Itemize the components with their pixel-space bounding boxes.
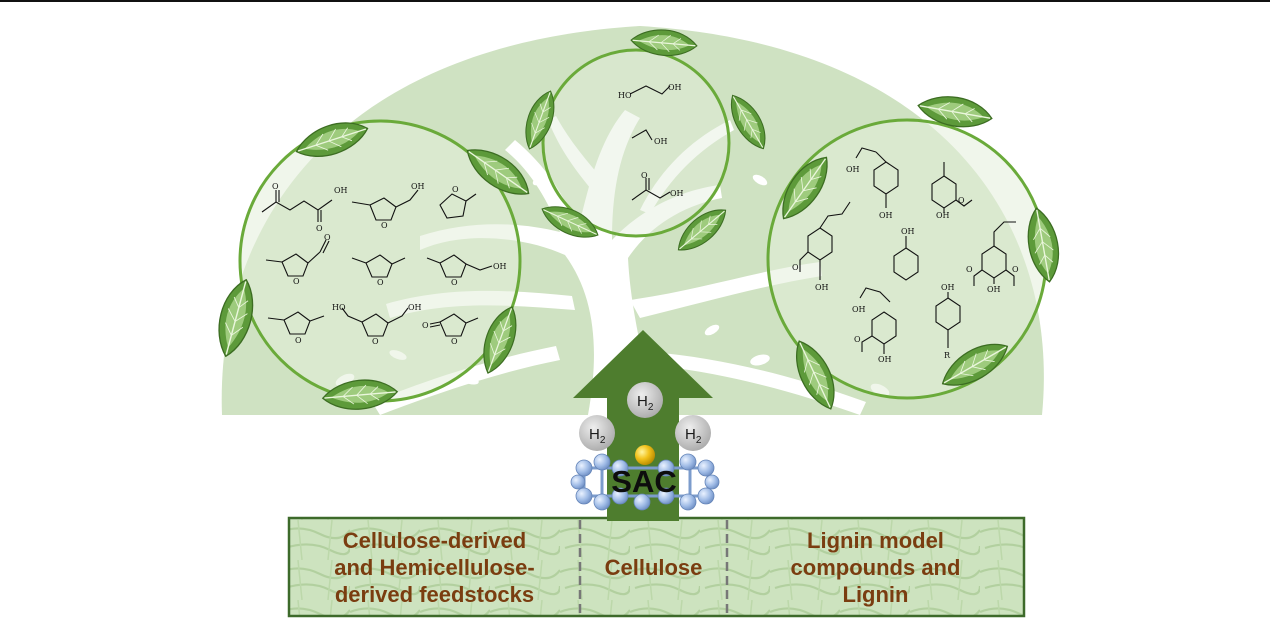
svg-text:O: O bbox=[377, 278, 384, 287]
svg-text:OH: OH bbox=[987, 285, 1001, 294]
molecules-center bbox=[629, 85, 671, 201]
panel-label-line: compounds and bbox=[790, 554, 961, 580]
svg-text:OH: OH bbox=[654, 137, 668, 146]
svg-text:OH: OH bbox=[334, 186, 348, 195]
svg-text:OH: OH bbox=[668, 83, 682, 92]
svg-text:O: O bbox=[381, 221, 388, 230]
molecule-labels-center: HO OH OH O OH bbox=[618, 83, 684, 198]
circle-cellulose bbox=[541, 48, 731, 238]
h2-molecule-right: H2 bbox=[675, 415, 711, 451]
svg-text:OH: OH bbox=[879, 211, 893, 220]
svg-text:H2: H2 bbox=[637, 393, 654, 413]
svg-text:H2: H2 bbox=[589, 426, 606, 446]
svg-text:O: O bbox=[293, 277, 300, 286]
panel-label-line: and Hemicellulose- bbox=[334, 554, 535, 580]
h2-molecule-left: H2 bbox=[579, 415, 615, 451]
svg-text:OH: OH bbox=[846, 165, 860, 174]
svg-text:OH: OH bbox=[901, 227, 915, 236]
sac-catalyst-lattice bbox=[570, 445, 720, 511]
svg-text:O: O bbox=[641, 171, 648, 180]
svg-text:H2: H2 bbox=[685, 426, 702, 446]
panel-label-line: Lignin bbox=[842, 581, 909, 607]
svg-text:O: O bbox=[451, 278, 458, 287]
sac-label: SAC bbox=[611, 464, 676, 499]
svg-text:OH: OH bbox=[878, 355, 892, 364]
svg-text:HO: HO bbox=[332, 303, 346, 312]
svg-text:O: O bbox=[854, 335, 861, 344]
svg-text:O: O bbox=[966, 265, 973, 274]
svg-text:O: O bbox=[316, 224, 323, 233]
svg-text:OH: OH bbox=[936, 211, 950, 220]
svg-text:O: O bbox=[422, 321, 429, 330]
svg-text:OH: OH bbox=[852, 305, 866, 314]
svg-text:O: O bbox=[1012, 265, 1019, 274]
svg-text:O: O bbox=[324, 233, 331, 242]
feedstock-panel bbox=[287, 516, 1026, 618]
svg-text:OH: OH bbox=[815, 283, 829, 292]
svg-text:R: R bbox=[944, 351, 951, 360]
panel-label-line: Cellulose-derived bbox=[342, 527, 527, 553]
top-border-line bbox=[0, 0, 1270, 2]
svg-text:HO: HO bbox=[618, 91, 632, 100]
svg-text:O: O bbox=[792, 263, 799, 272]
panel-label-line: derived feedstocks bbox=[334, 581, 535, 607]
panel-cellulose-derived: Cellulose-derived and Hemicellulose- der… bbox=[291, 518, 578, 616]
svg-text:OH: OH bbox=[941, 283, 955, 292]
panel-cellulose: Cellulose bbox=[582, 518, 725, 616]
single-atom-sphere bbox=[635, 445, 655, 465]
svg-text:O: O bbox=[272, 182, 279, 191]
svg-text:O: O bbox=[372, 337, 379, 346]
molecules-left bbox=[261, 189, 493, 337]
svg-text:O: O bbox=[452, 185, 459, 194]
svg-text:OH: OH bbox=[411, 182, 425, 191]
molecule-labels-left: OH O O O OH O O O O O OH O HO O OH O O bbox=[272, 182, 507, 346]
h2-molecule-top: H2 bbox=[627, 382, 663, 418]
svg-text:O: O bbox=[295, 336, 302, 345]
svg-text:OH: OH bbox=[408, 303, 422, 312]
molecules-right bbox=[799, 147, 1016, 354]
svg-text:OH: OH bbox=[493, 262, 507, 271]
svg-text:O: O bbox=[451, 337, 458, 346]
svg-text:OH: OH bbox=[670, 189, 684, 198]
molecule-labels-right: OH OH OH O O OH OH O OH O OH O OH OH R bbox=[792, 165, 1019, 364]
upward-arrow bbox=[573, 330, 713, 521]
svg-text:O: O bbox=[958, 196, 965, 205]
panel-label-line: Lignin model bbox=[807, 527, 944, 553]
panel-lignin: Lignin model compounds and Lignin bbox=[729, 518, 1022, 616]
panel-label-line: Cellulose bbox=[604, 554, 703, 580]
